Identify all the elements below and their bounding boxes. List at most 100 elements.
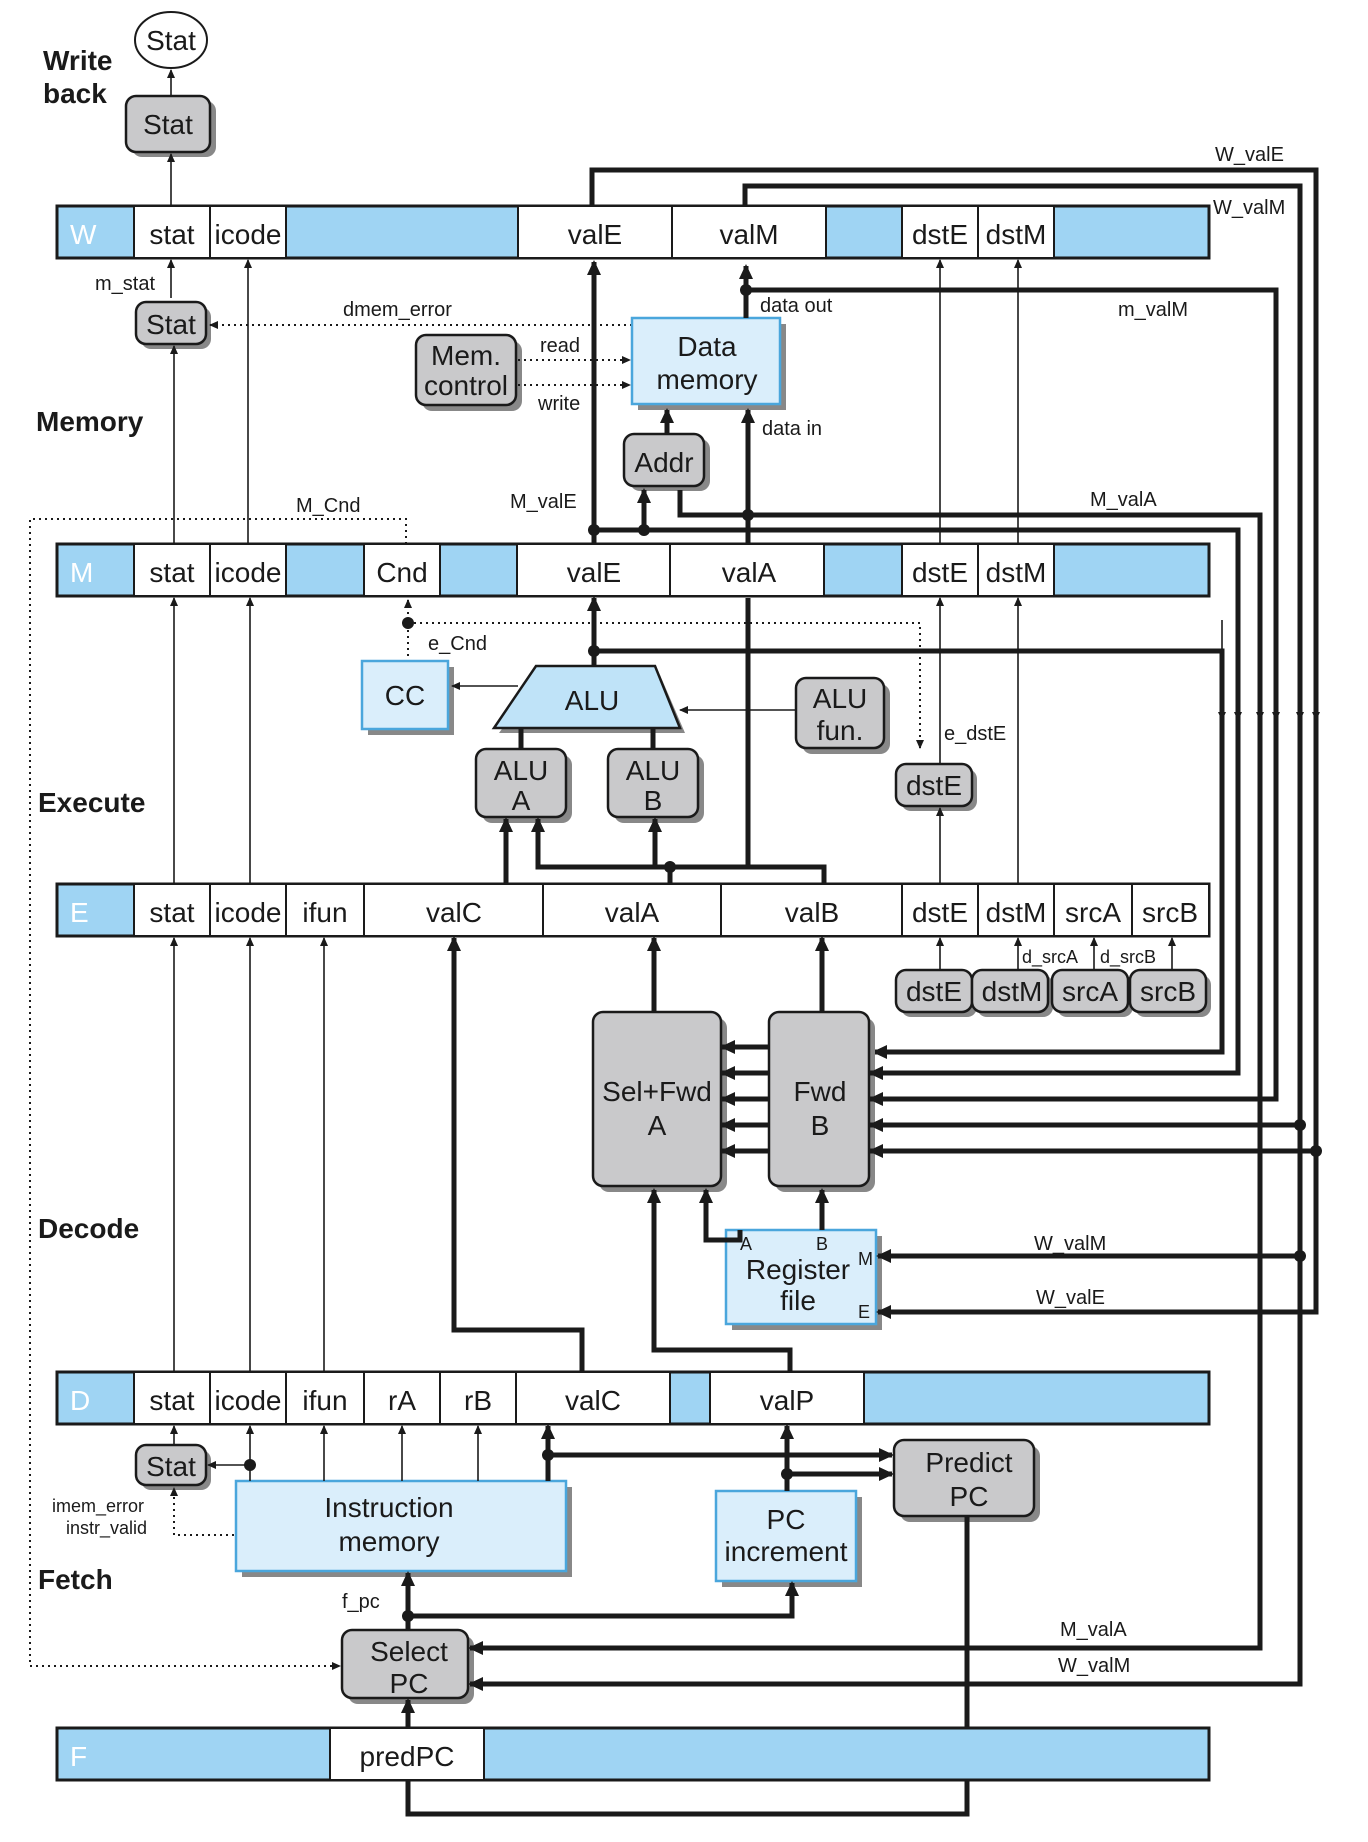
signal-dmem_error: dmem_error xyxy=(343,299,452,321)
srcB-decode-label: srcB xyxy=(1140,976,1196,1007)
F-predPC: predPC xyxy=(360,1741,455,1772)
register-D: D stat icode ifun rA rB valC valP xyxy=(55,1370,1211,1426)
predict-pc-label-2: PC xyxy=(950,1481,989,1512)
signal-e_dstE: e_dstE xyxy=(944,723,1006,745)
register-file-label-1: Register xyxy=(746,1254,850,1285)
signal-M_valA-bottom: M_valA xyxy=(1060,1619,1127,1641)
D-valP: valP xyxy=(760,1385,814,1416)
data-memory-box xyxy=(630,316,782,406)
signal-d_srcA: d_srcA xyxy=(1022,947,1078,968)
forwarding-arrows xyxy=(720,728,1322,1158)
addr-box xyxy=(622,432,706,488)
E-ifun: ifun xyxy=(302,897,347,928)
signal-read: read xyxy=(540,335,580,357)
D-rB: rB xyxy=(464,1385,492,1416)
dstE-execute-label: dstE xyxy=(906,770,962,801)
instruction-memory-label-2: memory xyxy=(338,1526,439,1557)
D-icode: icode xyxy=(215,1385,282,1416)
signal-data-in: data in xyxy=(762,418,822,440)
register-F: F predPC xyxy=(55,1726,1211,1782)
stat-memory-box xyxy=(134,300,208,346)
stage-execute-label: Execute xyxy=(38,787,145,818)
M-valE: valE xyxy=(567,557,621,588)
register-W: W stat icode valE valM dstE dstM xyxy=(55,204,1211,260)
register-W-name: W xyxy=(70,219,97,250)
stat-oval-label: Stat xyxy=(146,25,196,56)
dstM-decode-box xyxy=(970,968,1050,1014)
D-ifun: ifun xyxy=(302,1385,347,1416)
signal-W_valE-rf: W_valE xyxy=(1036,1287,1105,1309)
addr-label: Addr xyxy=(634,447,693,478)
select-pc-label-2: PC xyxy=(390,1668,429,1699)
select-pc-label-1: Select xyxy=(370,1636,448,1667)
dstM-decode-label: dstM xyxy=(982,976,1043,1007)
E-srcB: srcB xyxy=(1142,897,1198,928)
signal-d_srcB: d_srcB xyxy=(1100,947,1156,968)
sel-fwd-a-label-1: Sel+Fwd xyxy=(602,1076,712,1107)
E-valC: valC xyxy=(426,897,482,928)
E-dstM: dstM xyxy=(986,897,1047,928)
stat-fetch-box xyxy=(134,1443,208,1487)
regfile-port-E: E xyxy=(858,1302,870,1322)
D-stat: stat xyxy=(149,1385,194,1416)
W-valM: valM xyxy=(719,219,778,250)
W-stat: stat xyxy=(149,219,194,250)
signal-imem_error: imem_error xyxy=(52,1496,144,1517)
signal-M_valE: M_valE xyxy=(510,491,577,513)
stage-writeback-label-line2: back xyxy=(43,78,107,109)
srcA-decode-label: srcA xyxy=(1062,976,1118,1007)
E-valB: valB xyxy=(785,897,839,928)
W-valE: valE xyxy=(568,219,622,250)
stage-memory-label: Memory xyxy=(36,406,144,437)
register-F-name: F xyxy=(70,1741,87,1772)
M-dstM: dstM xyxy=(986,557,1047,588)
E-dstE: dstE xyxy=(912,897,968,928)
srcA-decode-box xyxy=(1050,968,1130,1014)
alu-trapezoid xyxy=(491,664,682,730)
signal-m_stat: m_stat xyxy=(95,273,155,295)
mem-control-box xyxy=(414,333,518,407)
register-file-label-2: file xyxy=(780,1285,816,1316)
signal-e_Cnd: e_Cnd xyxy=(428,633,487,655)
stat-fetch-label: Stat xyxy=(146,1451,196,1482)
signal-data-out: data out xyxy=(760,295,833,317)
pc-increment-label-2: increment xyxy=(725,1536,848,1567)
sel-fwd-a-label-2: A xyxy=(648,1110,667,1141)
instruction-memory-label-1: Instruction xyxy=(324,1492,453,1523)
alu-a-label-1: ALU xyxy=(494,755,548,786)
W-icode: icode xyxy=(215,219,282,250)
alu-fun-label-2: fun. xyxy=(817,715,864,746)
dstE-decode-label: dstE xyxy=(906,976,962,1007)
alu-fun-box xyxy=(794,676,886,750)
M-valA: valA xyxy=(722,557,777,588)
pc-increment-label-1: PC xyxy=(767,1504,806,1535)
regfile-port-M: M xyxy=(858,1249,873,1269)
register-M: M stat icode Cnd valE valA dstE dstM xyxy=(55,542,1211,598)
signal-W_valM-bottom: W_valM xyxy=(1058,1655,1130,1677)
D-rA: rA xyxy=(388,1385,416,1416)
E-icode: icode xyxy=(215,897,282,928)
alu-b-label-1: ALU xyxy=(626,755,680,786)
pc-increment-box xyxy=(714,1489,858,1583)
predict-pc-label-1: Predict xyxy=(925,1447,1012,1478)
stage-writeback-label-line1: Write xyxy=(43,45,113,76)
signal-W_valM-rf: W_valM xyxy=(1034,1233,1106,1255)
alu-a-label-2: A xyxy=(512,785,531,816)
stat-writeback-box xyxy=(124,94,212,154)
W-dstE: dstE xyxy=(912,219,968,250)
signal-W_valM-top: W_valM xyxy=(1213,197,1285,219)
signal-W_valE-top: W_valE xyxy=(1215,144,1284,166)
W-dstM: dstM xyxy=(986,219,1047,250)
cc-label: CC xyxy=(385,680,425,711)
predict-pc-box xyxy=(892,1438,1036,1518)
cc-box xyxy=(360,659,450,731)
register-M-name: M xyxy=(70,557,93,588)
register-E-name: E xyxy=(70,897,89,928)
srcB-decode-box xyxy=(1128,968,1208,1014)
signal-instr_valid: instr_valid xyxy=(66,1518,147,1539)
signal-write: write xyxy=(537,393,580,415)
stage-decode-label: Decode xyxy=(38,1213,139,1244)
E-stat: stat xyxy=(149,897,194,928)
M-icode: icode xyxy=(215,557,282,588)
